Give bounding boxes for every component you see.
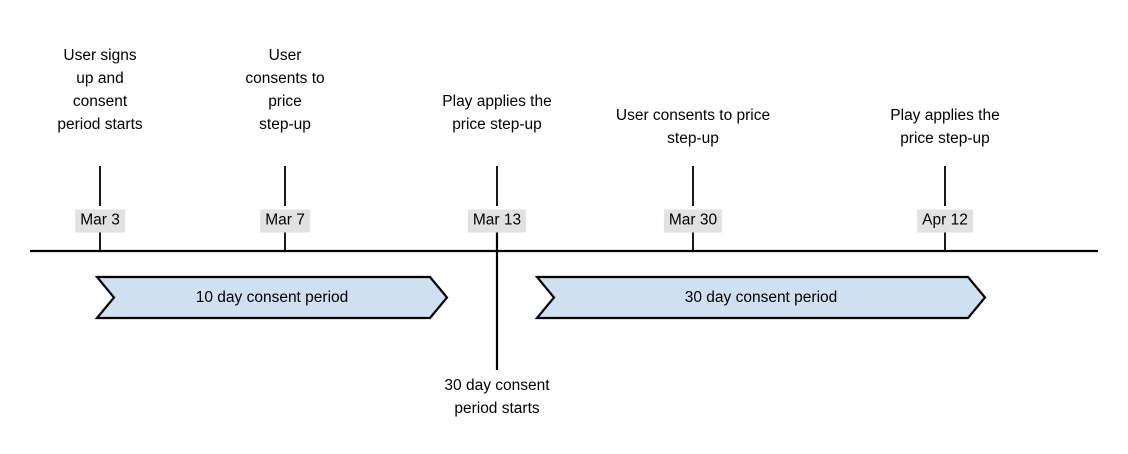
consent-band-30-day-label: 30 day consent period	[684, 289, 838, 306]
date-chip-apr-12: Apr 12	[917, 209, 973, 233]
annotation-30-day-start-label: 30 day consent period starts	[444, 377, 550, 417]
consent-band-30-day-shape	[534, 275, 987, 320]
date-chip-mar-13: Mar 13	[467, 209, 527, 233]
date-chip-mar-3: Mar 3	[75, 209, 125, 233]
milestone-caption-mar-13: Play applies the price step-up	[442, 93, 552, 133]
milestone-caption-mar-7: User consents to price step-up	[245, 47, 325, 133]
milestone-caption-mar-3: User signs up and consent period starts	[57, 47, 143, 133]
date-chip-mar-30: Mar 30	[663, 209, 723, 233]
consent-band-10-day-shape	[94, 275, 449, 320]
milestone-caption-mar-30: User consents to price step-up	[615, 107, 771, 147]
milestone-caption-apr-12: Play applies the price step-up	[890, 107, 1000, 147]
date-chip-mar-7: Mar 7	[260, 209, 310, 233]
consent-band-10-day-label: 10 day consent period	[195, 289, 349, 306]
